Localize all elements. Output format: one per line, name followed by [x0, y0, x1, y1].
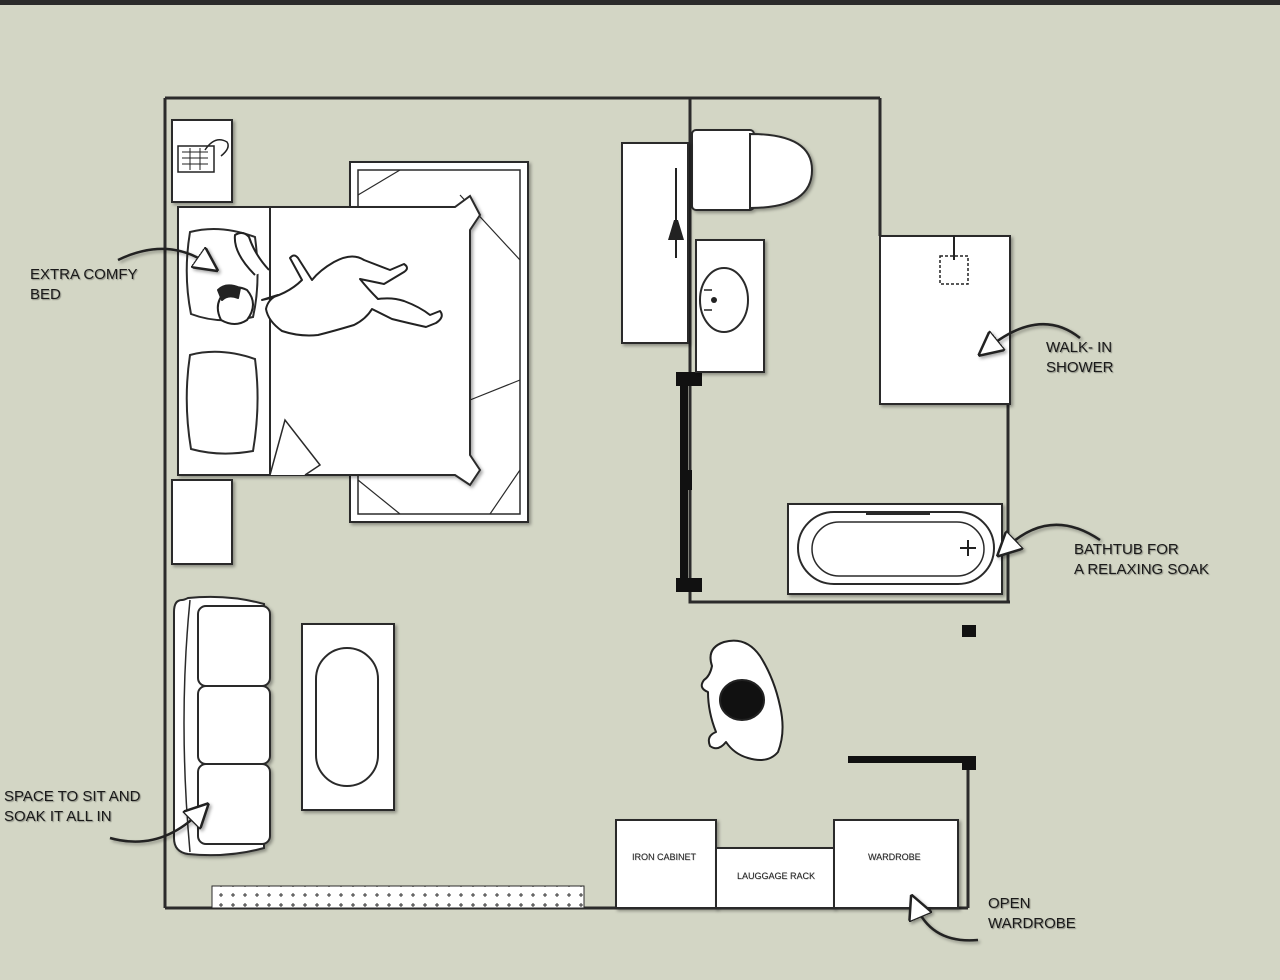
nightstand-bottom: [171, 479, 233, 565]
arrow-bathtub: [1006, 523, 1101, 548]
arrow-shower: [988, 322, 1081, 348]
top-bar: [0, 0, 1280, 5]
iron-cabinet-label: IRON CABINET: [632, 852, 697, 862]
callout-shower-line2: SHOWER: [1046, 359, 1114, 376]
callout-bathtub-line2: A RELAXING SOAK: [1074, 561, 1210, 578]
callout-wardrobe-line2: WARDROBE: [988, 915, 1076, 932]
callout-bathtub: BATHTUB FOR A RELAXING SOAK: [1074, 540, 1209, 580]
arrow-seating: [109, 812, 200, 843]
bathroom-door-frame: [676, 372, 702, 592]
callout-shower: WALK- IN SHOWER: [1046, 338, 1114, 378]
iron-cabinet: [615, 819, 717, 909]
callout-arrows: [109, 249, 1101, 942]
callout-seating-line1: SPACE TO SIT AND: [4, 788, 141, 805]
luggage-rack-label: LAUGGAGE RACK: [737, 871, 816, 881]
standing-person-icon: [700, 639, 784, 761]
ottoman-icon: [301, 623, 395, 811]
arrow-wardrobe: [916, 906, 979, 942]
bathtub-icon: [787, 503, 1003, 595]
shower-drain-icon: [939, 236, 969, 285]
callout-bathtub-line1: BATHTUB FOR: [1074, 541, 1179, 558]
callout-seating-line2: SOAK IT ALL IN: [4, 808, 112, 825]
callout-wardrobe: OPEN WARDROBE: [988, 894, 1076, 934]
vanity-counter: [621, 142, 689, 344]
sink-icon: [695, 239, 765, 373]
callout-bed: EXTRA COMFY BED: [30, 265, 138, 305]
wardrobe: [833, 819, 959, 909]
luggage-rack: [715, 847, 835, 909]
walk-in-shower: [879, 235, 1011, 405]
telephone-icon: [177, 139, 229, 173]
sofa-icon: [173, 595, 271, 857]
sleeping-person-icon: [216, 231, 443, 337]
entry-door-stub: [848, 625, 976, 770]
callout-wardrobe-line1: OPEN: [988, 895, 1031, 912]
callout-seating: SPACE TO SIT AND SOAK IT ALL IN: [4, 787, 140, 827]
callout-bed-line2: BED: [30, 286, 61, 303]
toilet-icon: [691, 129, 814, 211]
pillow-bottom: [185, 350, 259, 455]
entry-mat: [211, 885, 585, 909]
callout-bed-line1: EXTRA COMFY: [30, 266, 138, 283]
arrow-bed: [117, 249, 208, 264]
callout-shower-line1: WALK- IN: [1046, 339, 1113, 356]
wardrobe-label: WARDROBE: [868, 852, 921, 862]
